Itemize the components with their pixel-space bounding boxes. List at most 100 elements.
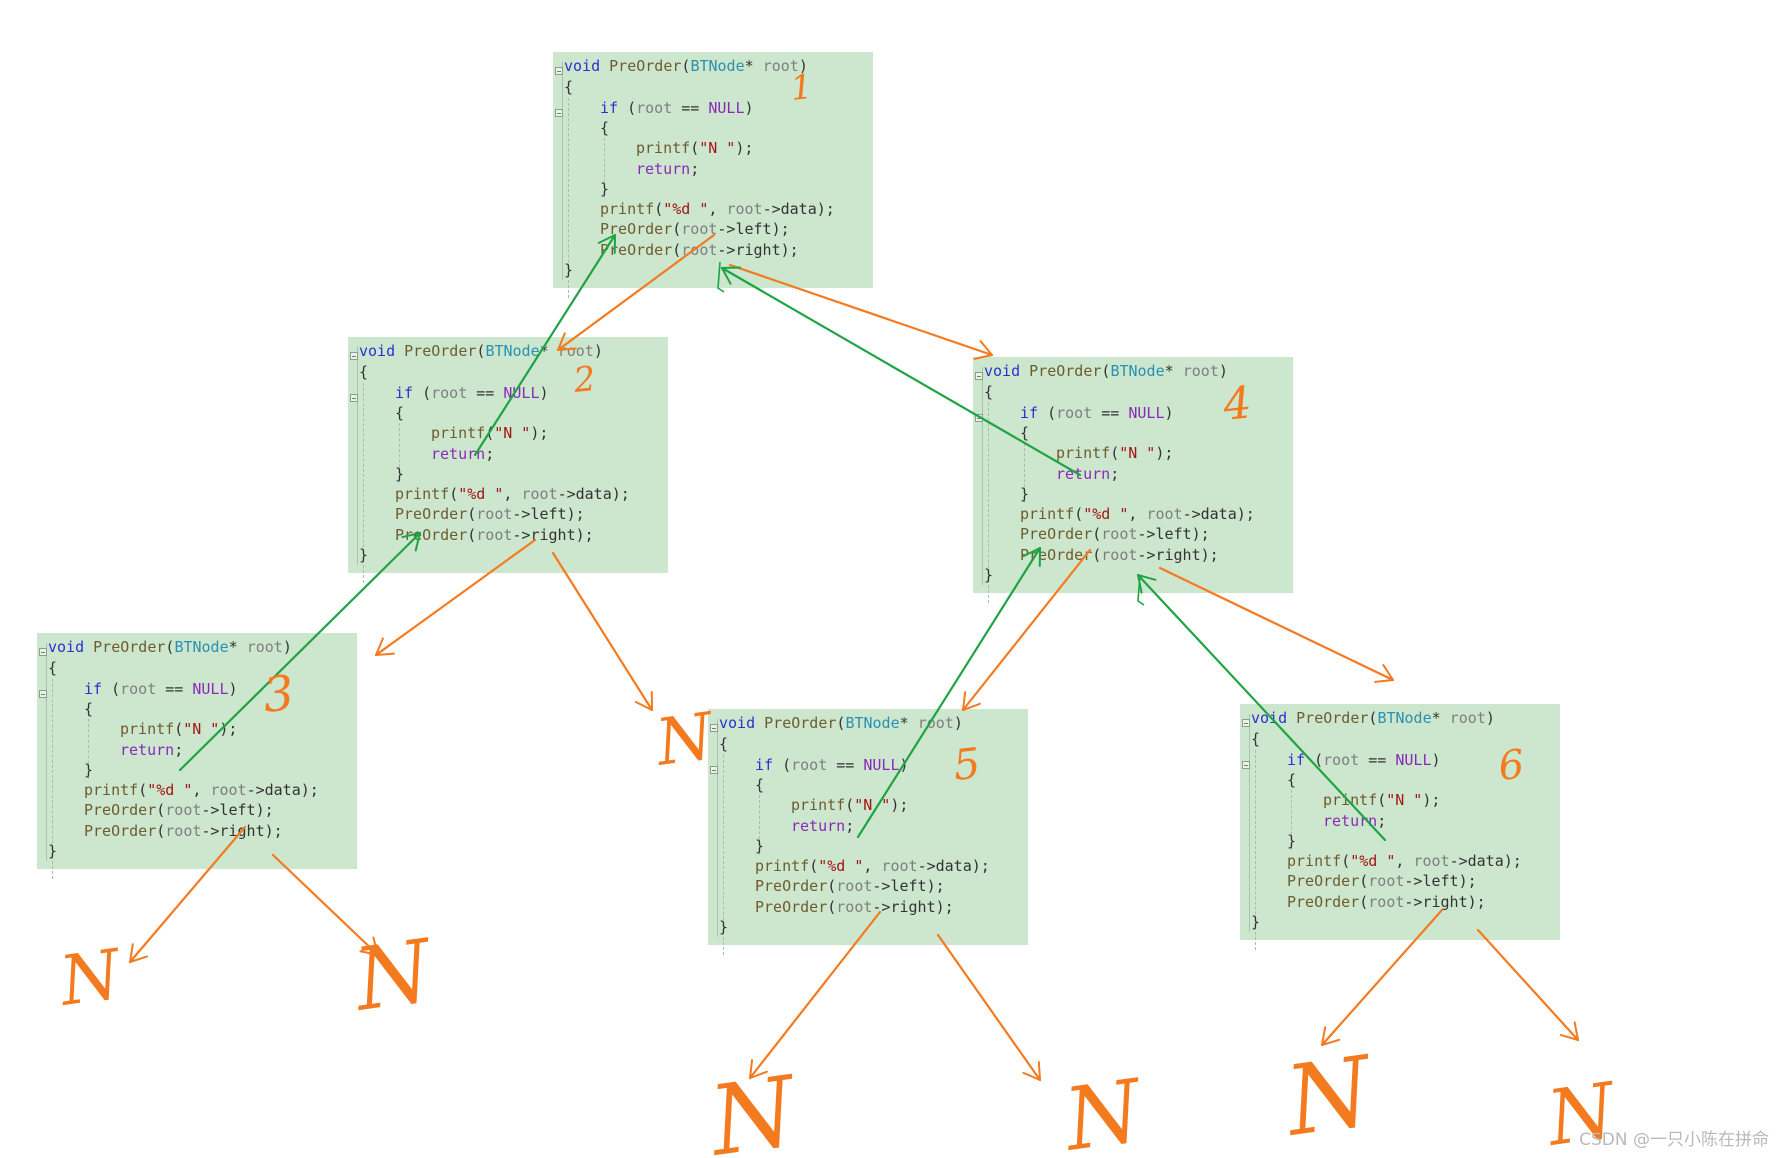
return-arrow-6-to-4-head — [1137, 574, 1157, 594]
code-line-8: printf("%d ", root->data); — [600, 200, 835, 218]
return-arrow-2-to-1-head — [597, 234, 616, 254]
code-line-6: return; — [791, 817, 855, 835]
call-arrow-2-to-3-head — [375, 637, 395, 656]
indent-guide — [1255, 750, 1256, 950]
code-line-1: void PreOrder(BTNode* root) — [564, 57, 808, 75]
code-line-11: } — [48, 842, 58, 860]
code-line-7: } — [1020, 485, 1030, 503]
null-marker-label-7: N — [1540, 1065, 1623, 1158]
call-arrow-6-right-null — [1476, 928, 1580, 1042]
fold-toggle-icon[interactable] — [350, 394, 358, 402]
call-order-label-1: 1 — [789, 67, 815, 109]
code-line-2: { — [984, 383, 994, 401]
code-line-2: { — [564, 78, 574, 96]
code-line-4: { — [600, 119, 610, 137]
fold-toggle-icon[interactable] — [39, 648, 47, 656]
editor-gutter — [555, 62, 563, 280]
code-line-4: { — [1287, 771, 1297, 789]
code-block-call-3: void PreOrder(BTNode* root){if (root == … — [37, 633, 357, 879]
fold-toggle-icon[interactable] — [1242, 719, 1250, 727]
call-order-label-5: 5 — [951, 738, 983, 790]
code-line-3: if (root == NULL) — [1287, 751, 1441, 769]
return-arrow-4-to-1 — [720, 266, 1082, 477]
indent-guide — [568, 98, 569, 298]
code-line-9: PreOrder(root->left); — [395, 505, 585, 523]
return-tick-mark — [717, 261, 725, 293]
call-arrow-5-left-null-head — [749, 1059, 768, 1079]
code-line-5: printf("N "); — [1323, 791, 1441, 809]
indent-guide — [363, 383, 364, 583]
code-line-4: { — [84, 700, 94, 718]
call-arrow-1-to-2-head — [557, 332, 577, 351]
null-marker-label-3: N — [347, 921, 440, 1031]
editor-gutter — [39, 643, 47, 861]
call-arrow-4-to-6-head — [1374, 663, 1394, 683]
call-arrow-6-left-null-head — [1321, 1026, 1341, 1046]
fold-toggle-icon[interactable] — [710, 724, 718, 732]
code-line-11: } — [1251, 913, 1261, 931]
code-line-11: } — [359, 546, 369, 564]
return-arrow-6-to-4 — [1136, 573, 1387, 842]
code-line-3: if (root == NULL) — [600, 99, 754, 117]
code-line-10: PreOrder(root->right); — [84, 822, 283, 840]
code-block-call-5: void PreOrder(BTNode* root){if (root == … — [708, 709, 1028, 955]
code-line-7: } — [395, 465, 405, 483]
code-line-7: } — [755, 837, 765, 855]
code-line-6: return; — [636, 160, 700, 178]
code-line-7: } — [1287, 832, 1297, 850]
editor-gutter — [975, 367, 983, 585]
call-arrow-5-right-null — [936, 933, 1042, 1082]
fold-toggle-icon[interactable] — [555, 109, 563, 117]
call-arrow-2-to-null — [551, 551, 654, 712]
code-line-4: { — [755, 776, 765, 794]
call-order-label-6: 6 — [1496, 742, 1526, 790]
code-line-5: printf("N "); — [120, 720, 238, 738]
code-line-9: PreOrder(root->left); — [1287, 872, 1477, 890]
code-block-call-6: void PreOrder(BTNode* root){if (root == … — [1240, 704, 1560, 950]
code-line-8: printf("%d ", root->data); — [755, 857, 990, 875]
fold-toggle-icon[interactable] — [710, 766, 718, 774]
fold-toggle-icon[interactable] — [350, 352, 358, 360]
null-marker-label-5: N — [1057, 1061, 1150, 1158]
code-line-7: } — [600, 180, 610, 198]
code-line-7: } — [84, 761, 94, 779]
call-arrow-1-to-2 — [556, 233, 716, 352]
call-arrow-3-right-null — [271, 853, 380, 957]
call-order-label-3: 3 — [260, 665, 296, 724]
indent-guide — [604, 138, 605, 198]
fold-toggle-icon[interactable] — [1242, 761, 1250, 769]
call-arrow-3-right-null-head — [359, 936, 379, 956]
code-line-11: } — [564, 261, 574, 279]
indent-guide — [723, 755, 724, 955]
fold-toggle-icon[interactable] — [975, 372, 983, 380]
call-arrow-4-to-5 — [961, 548, 1092, 712]
call-arrow-3-left-null-head — [129, 943, 149, 963]
code-line-9: PreOrder(root->left); — [84, 801, 274, 819]
call-arrow-5-left-null — [748, 910, 882, 1080]
indent-guide — [88, 719, 89, 779]
null-marker-label-4: N — [702, 1055, 806, 1158]
indent-guide — [1291, 790, 1292, 850]
indent-guide — [759, 795, 760, 855]
indent-guide — [52, 679, 53, 879]
call-arrow-4-to-6 — [1158, 566, 1395, 682]
code-line-2: { — [359, 363, 369, 381]
call-arrow-6-left-null — [1320, 908, 1444, 1047]
fold-toggle-icon[interactable] — [39, 690, 47, 698]
call-order-label-4: 4 — [1220, 377, 1254, 431]
null-marker-label-2: N — [53, 935, 127, 1022]
code-line-5: printf("N "); — [636, 139, 754, 157]
code-line-5: printf("N "); — [791, 796, 909, 814]
indent-guide — [399, 423, 400, 483]
code-line-9: PreOrder(root->left); — [1020, 525, 1210, 543]
call-arrow-1-to-4-head — [973, 340, 993, 360]
code-line-5: printf("N "); — [1056, 444, 1174, 462]
call-arrow-4-to-5-head — [962, 691, 981, 711]
return-arrow-3-to-2-head — [401, 532, 421, 552]
fold-toggle-icon[interactable] — [555, 67, 563, 75]
code-line-6: return; — [431, 445, 495, 463]
return-arrow-3-to-2 — [178, 531, 422, 772]
indent-guide — [1024, 443, 1025, 503]
code-line-8: printf("%d ", root->data); — [84, 781, 319, 799]
